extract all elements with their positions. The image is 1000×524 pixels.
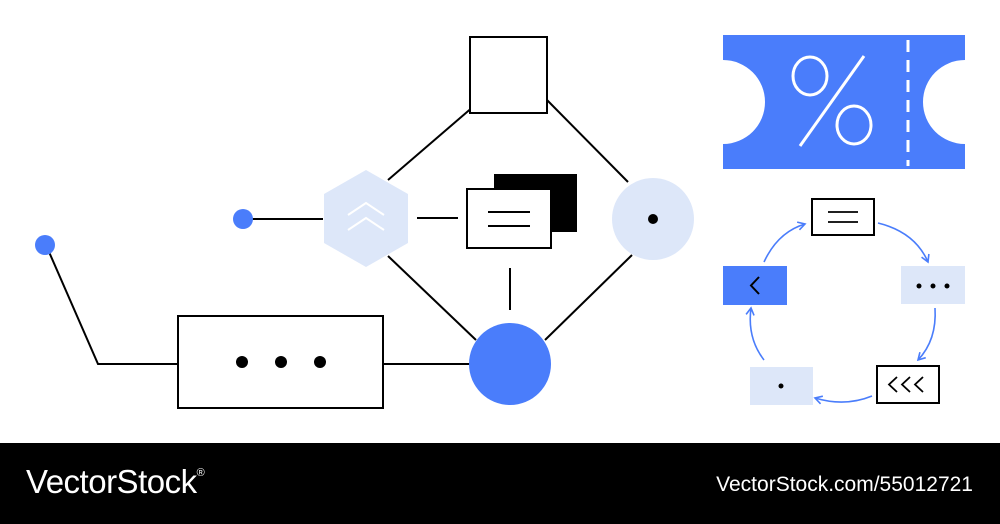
percent-ticket-icon [723,35,965,169]
dot-in-circle-icon [612,178,694,260]
line-top-square-to-hexagon [387,105,475,181]
line-left-blue-node-to-dots-box [45,244,178,365]
cycle-document-box [811,198,875,236]
connector-lines [45,98,633,365]
brand-logo: VectorStock® [26,463,205,501]
brand-registered-mark: ® [196,467,205,479]
cycle-dot-box [750,367,813,405]
cycle-arrow-1 [763,221,807,263]
double-chevron-up-icon [347,201,385,231]
percent-sign [791,55,873,147]
cycle-arrow-3 [916,307,936,362]
blue-endpoint-node-left [35,235,55,255]
blue-endpoint-node-middle [233,209,253,229]
watermark-footer: VectorStock® VectorStock.com/55012721 [0,443,1000,524]
triple-chevron-left-icon [887,376,924,393]
cycle-arrow-2 [877,222,930,264]
illustration-canvas [35,35,965,409]
chevron-left-icon [749,276,760,295]
line-circle-dot-to-blue-circle [544,254,633,341]
cycle-arrow-4 [813,395,873,405]
line-hexagon-to-blue-circle [387,255,477,341]
cyclic-arrows-icon [723,198,965,405]
hexagon-node [324,170,408,267]
stacked-documents-icon [466,174,577,249]
blue-circle-node [469,323,551,405]
ellipsis-box-icon [177,315,384,409]
cycle-ellipsis-box [901,266,965,304]
cycle-arrow-5 [745,306,765,361]
cycle-chevron-box [723,266,787,305]
brand-name: VectorStock [26,463,197,500]
cycle-rewind-box [876,365,940,404]
line-top-square-to-circle-dot [545,98,629,183]
top-square [469,36,548,114]
image-id-text: VectorStock.com/55012721 [716,473,973,496]
